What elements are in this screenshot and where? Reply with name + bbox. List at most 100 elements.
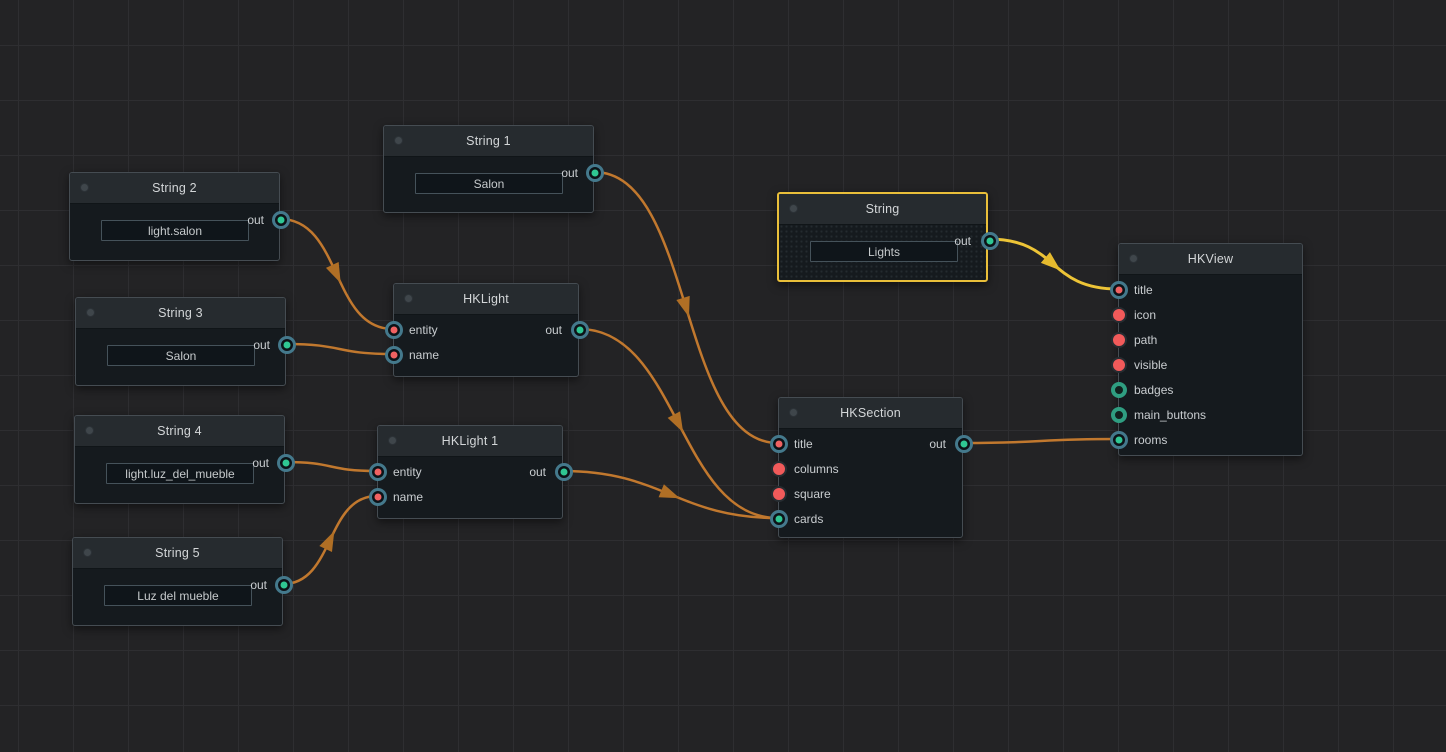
- out-port-label: out: [529, 465, 546, 479]
- input-port-label-columns: columns: [794, 462, 839, 476]
- wire-arrow-icon: [1040, 252, 1061, 271]
- node-header[interactable]: String 5: [73, 538, 282, 569]
- port-out[interactable]: [277, 454, 295, 472]
- input-port-label-main_buttons: main_buttons: [1134, 408, 1207, 422]
- wire-string4-to-hklight1-entity[interactable]: [283, 460, 379, 473]
- node-title: String 3: [158, 306, 203, 320]
- node-title: HKLight: [463, 292, 509, 306]
- input-port-label-icon: icon: [1134, 308, 1157, 322]
- node-string3[interactable]: String 3 out: [75, 297, 296, 386]
- wire-arrow-icon: [319, 530, 335, 553]
- node-header[interactable]: String: [779, 194, 986, 225]
- input-port-label-visible: visible: [1134, 358, 1168, 372]
- port-out[interactable]: [555, 463, 573, 481]
- node-status-dot-icon: [388, 436, 397, 445]
- wire-string3-to-hklight-name[interactable]: [284, 342, 395, 356]
- out-port-label: out: [253, 338, 270, 352]
- node-string5[interactable]: String 5out: [72, 537, 293, 626]
- port-name[interactable]: [385, 346, 403, 364]
- port-out[interactable]: [981, 232, 999, 250]
- node-header[interactable]: String 4: [75, 416, 284, 447]
- out-port-label: out: [247, 213, 264, 227]
- node-string2[interactable]: String 2 out: [69, 172, 290, 261]
- node-title: HKSection: [840, 406, 901, 420]
- port-entity[interactable]: [385, 321, 403, 339]
- node-header[interactable]: HKLight: [394, 284, 578, 315]
- wire-arrow-icon: [658, 484, 680, 499]
- node-header[interactable]: HKLight 1: [378, 426, 562, 457]
- node-status-dot-icon: [1129, 254, 1138, 263]
- wire-arrow-icon: [676, 295, 690, 318]
- port-out[interactable]: [278, 336, 296, 354]
- input-port-label-entity: entity: [393, 465, 422, 479]
- node-hklight1[interactable]: HKLight 1 entity name out: [369, 425, 573, 519]
- node-header[interactable]: String 1: [384, 126, 593, 157]
- port-out[interactable]: [571, 321, 589, 339]
- node-header[interactable]: HKView: [1119, 244, 1302, 275]
- input-port-label-rooms: rooms: [1134, 433, 1168, 447]
- node-status-dot-icon: [394, 136, 403, 145]
- port-out[interactable]: [955, 435, 973, 453]
- node-hklight[interactable]: HKLight entity name out: [385, 283, 589, 377]
- input-port-label-title: title: [794, 437, 813, 451]
- out-port-label: out: [561, 166, 578, 180]
- node-string_sel[interactable]: String out: [777, 192, 999, 282]
- port-square[interactable]: [771, 486, 787, 502]
- port-name[interactable]: [369, 488, 387, 506]
- wire-arrow-icon: [667, 411, 684, 433]
- node-title: String 4: [157, 424, 202, 438]
- node-title: String 1: [466, 134, 511, 148]
- port-rooms[interactable]: [1110, 431, 1128, 449]
- node-header[interactable]: HKSection: [779, 398, 962, 429]
- port-out[interactable]: [275, 576, 293, 594]
- port-main_buttons[interactable]: [1111, 407, 1127, 423]
- node-status-dot-icon: [80, 183, 89, 192]
- port-visible[interactable]: [1111, 357, 1127, 373]
- node-header[interactable]: String 2: [70, 173, 279, 204]
- port-out[interactable]: [272, 211, 290, 229]
- out-port-label: out: [954, 234, 971, 248]
- port-path[interactable]: [1111, 332, 1127, 348]
- input-port-label-entity: entity: [409, 323, 438, 337]
- port-entity[interactable]: [369, 463, 387, 481]
- wire-hksection-to-hkview-rooms[interactable]: [961, 437, 1120, 445]
- node-string1[interactable]: String 1 out: [383, 125, 604, 213]
- input-port-label-cards: cards: [794, 512, 824, 526]
- out-port-label: out: [545, 323, 562, 337]
- node-status-dot-icon: [83, 548, 92, 557]
- port-cards[interactable]: [770, 510, 788, 528]
- input-port-label-title: title: [1134, 283, 1153, 297]
- out-port-label: out: [929, 437, 946, 451]
- string-value-input[interactable]: [810, 241, 958, 262]
- string-value-input[interactable]: [106, 463, 254, 484]
- node-title: HKView: [1187, 252, 1234, 266]
- string-value-input[interactable]: [101, 220, 249, 241]
- string-value-input[interactable]: [104, 585, 252, 606]
- port-title[interactable]: [770, 435, 788, 453]
- node-status-dot-icon: [789, 408, 798, 417]
- node-string4[interactable]: String 4 out: [74, 415, 295, 504]
- input-port-label-name: name: [409, 348, 440, 362]
- string-value-input[interactable]: [415, 173, 563, 194]
- node-status-dot-icon: [86, 308, 95, 317]
- out-port-label: out: [252, 456, 269, 470]
- node-title: String: [865, 202, 900, 216]
- input-port-label-name: name: [393, 490, 424, 504]
- port-columns[interactable]: [771, 461, 787, 477]
- node-status-dot-icon: [85, 426, 94, 435]
- port-icon[interactable]: [1111, 307, 1127, 323]
- port-badges[interactable]: [1111, 382, 1127, 398]
- input-port-label-badges: badges: [1134, 383, 1174, 397]
- node-header[interactable]: String 3: [76, 298, 285, 329]
- node-title: String 5: [155, 546, 200, 560]
- string-value-input[interactable]: [107, 345, 255, 366]
- node-title: HKLight 1: [441, 434, 499, 448]
- node-status-dot-icon: [789, 204, 798, 213]
- port-out[interactable]: [586, 164, 604, 182]
- node-title: String 2: [152, 181, 197, 195]
- port-title[interactable]: [1110, 281, 1128, 299]
